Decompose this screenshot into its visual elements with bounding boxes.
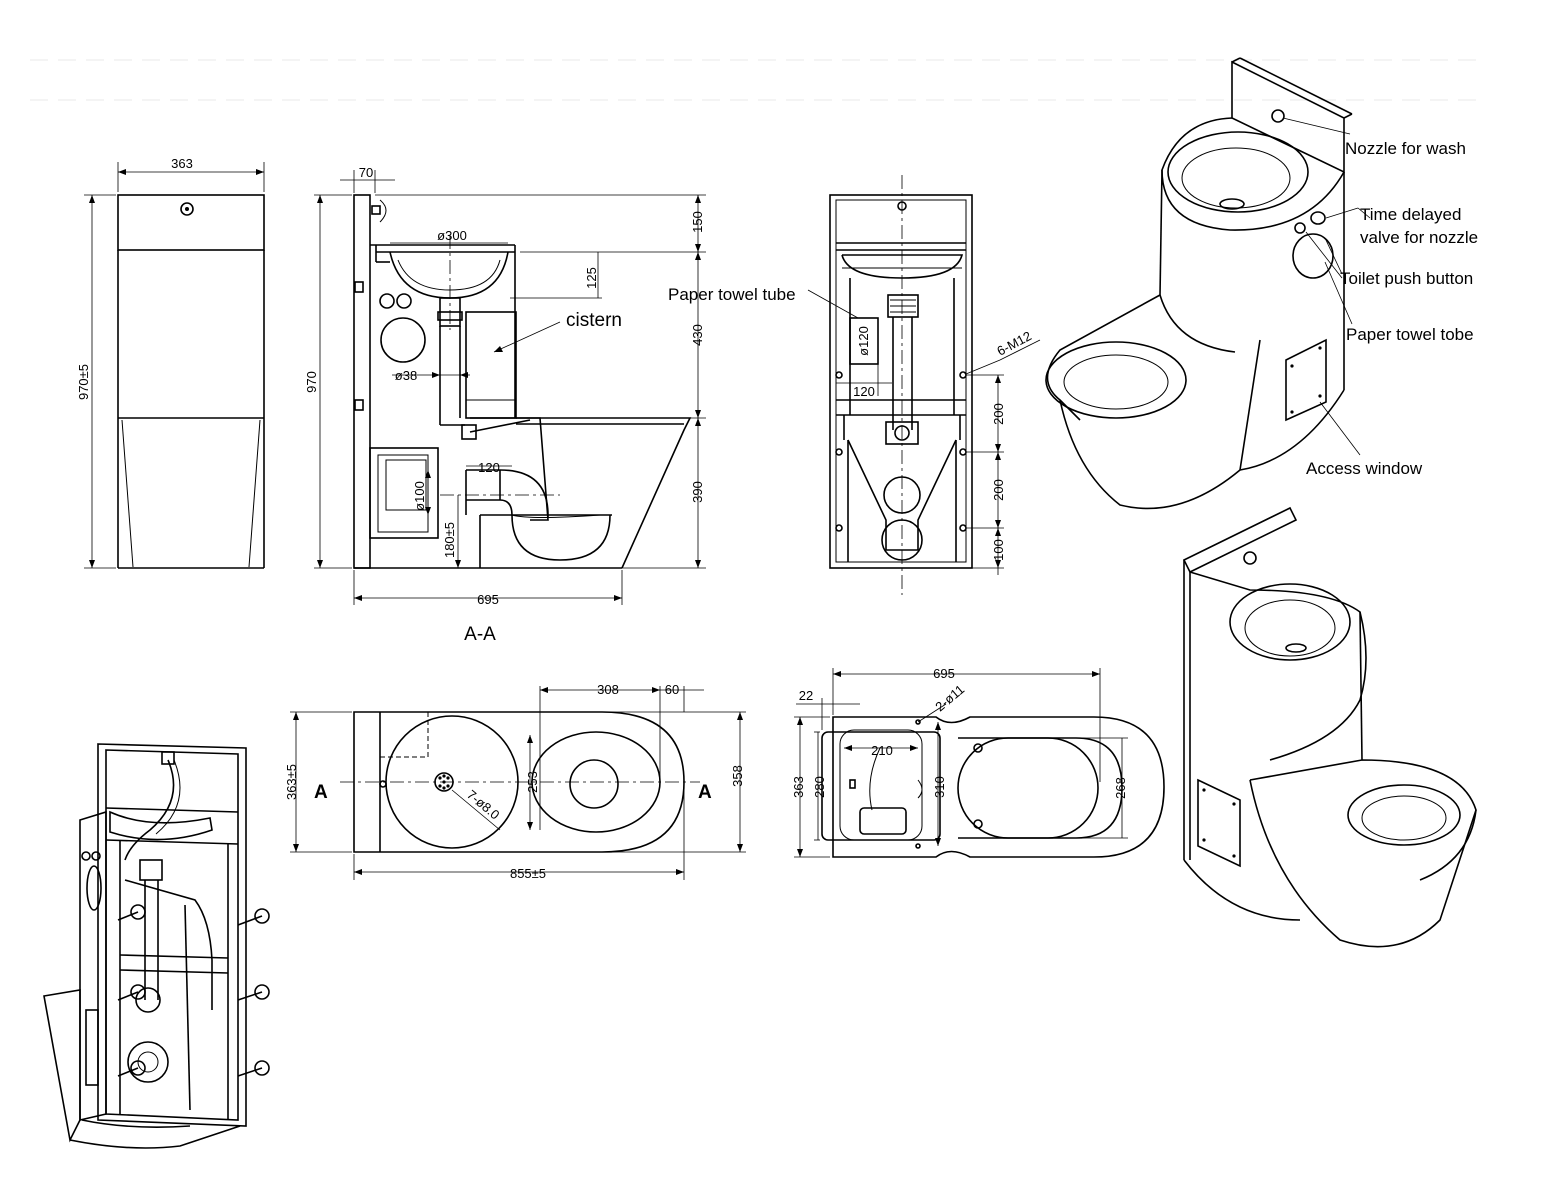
bolts bbox=[117, 904, 270, 1077]
access-window-label: Access window bbox=[1306, 459, 1423, 478]
base-edge-dim: 22 bbox=[799, 688, 813, 703]
section-view: 70 970 ø300 150 430 390 125 ø38 bbox=[304, 165, 706, 645]
front-width-dim: 363 bbox=[171, 156, 193, 171]
section-marker-left: A bbox=[314, 782, 328, 803]
top-bowl-width-dim: 253 bbox=[525, 771, 540, 793]
top-offset-dim: 60 bbox=[665, 682, 679, 697]
base-holes-dim: 2-ø11 bbox=[932, 682, 967, 715]
section-top-section-dim: 150 bbox=[690, 211, 705, 233]
section-height-dim: 970 bbox=[304, 371, 319, 393]
section-pipe-dim: ø38 bbox=[395, 368, 417, 383]
rear-spacing-bottom: 100 bbox=[991, 539, 1006, 561]
section-basin-depth-dim: 125 bbox=[584, 267, 599, 289]
top-outer-width-dim: 358 bbox=[730, 765, 745, 787]
rear-tube-dia-dim: ø120 bbox=[856, 326, 871, 356]
front-height-dim: 970±5 bbox=[76, 364, 91, 400]
valve-label-line2: valve for nozzle bbox=[1360, 228, 1478, 247]
paper-towel-iso-label: Paper towel tobe bbox=[1346, 325, 1474, 344]
base-hole-spacing-dim: 310 bbox=[932, 776, 947, 798]
iso-view-upper: Nozzle for wash Time delayed valve for n… bbox=[1045, 57, 1478, 510]
section-outlet-len-dim: 120 bbox=[478, 460, 500, 475]
top-length-dim: 855±5 bbox=[510, 866, 546, 881]
rear-tube-width-dim: 120 bbox=[853, 384, 875, 399]
background-lines bbox=[30, 59, 1480, 101]
front-view: 363 970±5 bbox=[76, 156, 265, 569]
section-bottom-dim: 390 bbox=[690, 481, 705, 503]
base-seat-width-dim: 268 bbox=[1113, 777, 1128, 799]
iso-cutaway bbox=[43, 743, 270, 1149]
rear-bolts-dim: 6-M12 bbox=[994, 328, 1034, 359]
section-title: A-A bbox=[464, 624, 496, 645]
top-view: A A 363±5 308 60 253 358 7-ø8.0 bbox=[284, 682, 746, 881]
section-mid-dim: 430 bbox=[690, 324, 705, 346]
iso-view-lower bbox=[1182, 506, 1477, 948]
top-bowl-len-dim: 308 bbox=[597, 682, 619, 697]
section-outlet-height-dim: 180±5 bbox=[442, 522, 457, 558]
base-view: 695 22 2-ø11 210 363 280 310 268 bbox=[791, 666, 1165, 858]
nozzle-label: Nozzle for wash bbox=[1345, 139, 1466, 158]
base-width-dim: 363 bbox=[791, 776, 806, 798]
top-width-dim: 363±5 bbox=[284, 764, 299, 800]
rear-spacing-2: 200 bbox=[991, 479, 1006, 501]
rear-paper-towel-label: Paper towel tube bbox=[668, 285, 796, 304]
section-marker-right: A bbox=[698, 782, 712, 803]
rear-spacing-1: 200 bbox=[991, 403, 1006, 425]
cistern-label: cistern bbox=[566, 310, 622, 331]
section-outlet-dia-dim: ø100 bbox=[412, 481, 427, 511]
section-depth-dim: 695 bbox=[477, 592, 499, 607]
base-inner-dim: 210 bbox=[871, 743, 893, 758]
section-basin-dim: ø300 bbox=[437, 228, 467, 243]
push-button-label: Toilet push button bbox=[1340, 269, 1473, 288]
rear-view: ø120 Paper towel tube 120 6-M12 bbox=[668, 175, 1041, 595]
base-inner-height-dim: 280 bbox=[812, 776, 827, 798]
base-length-dim: 695 bbox=[933, 666, 955, 681]
valve-label-line1: Time delayed bbox=[1360, 205, 1461, 224]
section-top-dim: 70 bbox=[359, 165, 373, 180]
